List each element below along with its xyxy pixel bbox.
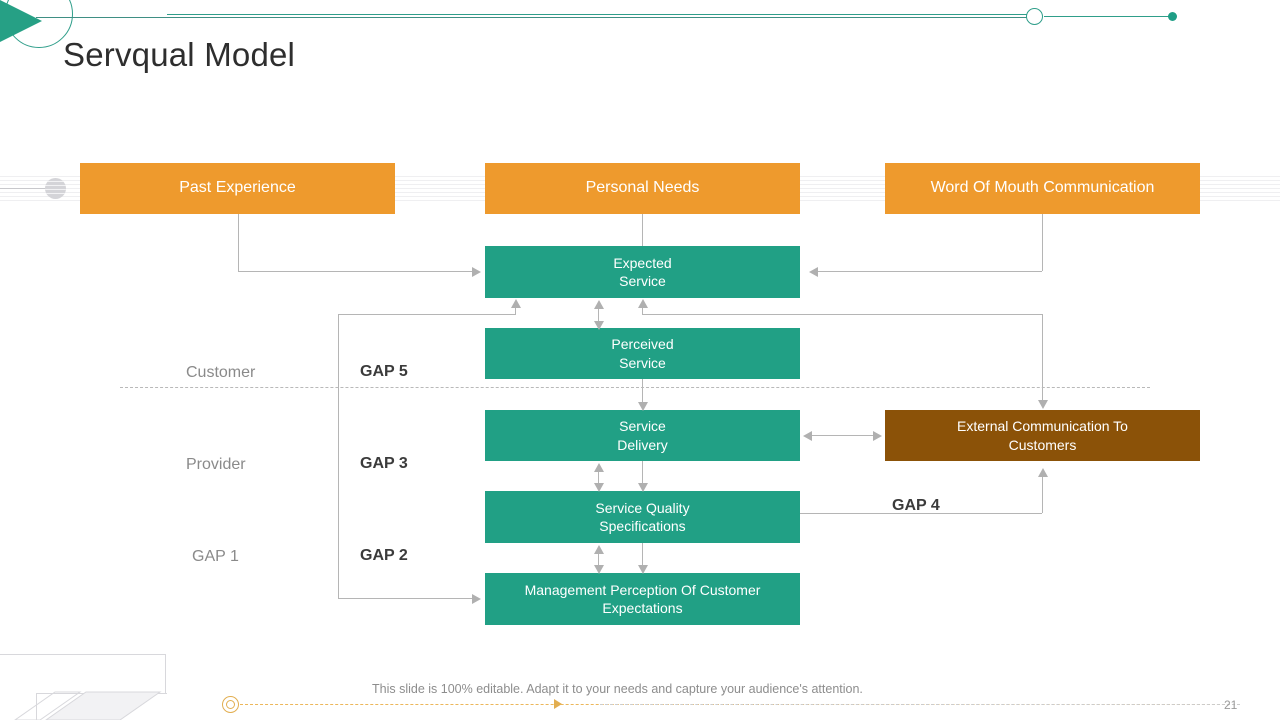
arrowhead-flow-into-sqs	[638, 483, 648, 492]
node-perceived-service-line1: Perceived	[611, 336, 674, 353]
header-node-dot-icon	[1168, 12, 1177, 21]
label-gap-2: GAP 2	[360, 547, 408, 564]
footer-note: This slide is 100% editable. Adapt it to…	[372, 682, 863, 696]
globe-sphere-icon	[45, 178, 66, 199]
gap2-double-arrow-stem	[598, 550, 599, 568]
arrowhead-gap4-into-external-communication	[1038, 468, 1048, 477]
arrowhead-into-management-perception	[472, 594, 481, 604]
node-management-perception-line1: Management Perception Of Customer	[524, 581, 761, 598]
node-service-delivery-line2: Delivery	[617, 436, 668, 453]
connector-word-of-mouth-vertical	[1042, 214, 1043, 271]
arrowhead-perceived-to-expected-up	[594, 300, 604, 309]
gap5-riser-to-expected-service	[515, 305, 516, 315]
connector-perceived-up-riser	[642, 305, 643, 315]
arrowhead-flow-into-service-delivery	[638, 402, 648, 411]
arrowhead-gap3-down	[594, 483, 604, 492]
node-management-perception-line2: Expectations	[602, 600, 683, 616]
connector-past-experience-vertical	[238, 214, 239, 271]
corner-decoration	[0, 652, 230, 720]
arrowhead-into-expected-service-left	[472, 267, 481, 277]
arrowhead-into-external-communication-top	[1038, 400, 1048, 409]
node-past-experience-label: Past Experience	[179, 179, 296, 197]
label-gap-5: GAP 5	[360, 363, 408, 380]
node-word-of-mouth-label: Word Of Mouth Communication	[930, 179, 1155, 197]
connector-word-of-mouth-horizontal	[818, 271, 1042, 272]
page-number: 21	[1224, 698, 1238, 712]
arrowhead-gap2-down	[594, 565, 604, 574]
label-gap-3: GAP 3	[360, 455, 408, 472]
node-service-delivery[interactable]: Service Delivery	[485, 410, 800, 461]
header-rule-primary	[36, 17, 1036, 18]
arrowhead-flow-into-management	[638, 565, 648, 574]
gap5-frame-bottom-horizontal	[338, 598, 476, 599]
arrowhead-delivery-external-left	[803, 431, 812, 441]
node-perceived-service-line2: Service	[619, 354, 666, 371]
gap5-frame-top-right-horizontal	[642, 314, 1042, 315]
gap5-frame-top-left-horizontal	[338, 314, 516, 315]
node-personal-needs-label: Personal Needs	[585, 179, 700, 197]
footer-arrow-marker-icon	[554, 699, 562, 709]
node-service-delivery-line1: Service	[619, 418, 666, 435]
gap3-double-arrow-stem	[598, 468, 599, 486]
flow-perceived-to-delivery	[642, 379, 643, 404]
gap4-horizontal	[800, 513, 1042, 514]
node-external-communication-line2: Customers	[1008, 436, 1077, 453]
header-rule-secondary	[167, 14, 1037, 15]
arrowhead-gap3-up	[594, 463, 604, 472]
gap5-frame-right-vertical	[1042, 314, 1043, 402]
gap5-frame-left-vertical	[338, 314, 339, 598]
node-service-quality-specifications-line1: Service Quality	[595, 499, 690, 516]
arrowhead-perceived-to-expected-down	[594, 321, 604, 330]
arrowhead-gap2-up	[594, 545, 604, 554]
node-personal-needs[interactable]: Personal Needs	[485, 163, 800, 214]
node-expected-service-line2: Service	[619, 273, 666, 289]
connector-past-experience-horizontal	[238, 271, 476, 272]
connector-delivery-external	[810, 435, 876, 436]
flow-sqs-to-management	[642, 543, 643, 567]
footer-ring-inner-icon	[226, 700, 235, 709]
label-customer: Customer	[186, 364, 256, 381]
page-title: Servqual Model	[63, 36, 296, 73]
header-rule-tail	[1044, 16, 1174, 17]
label-provider: Provider	[186, 456, 246, 473]
node-past-experience[interactable]: Past Experience	[80, 163, 395, 214]
parallelogram-shape-icon	[14, 691, 162, 720]
node-service-quality-specifications-line2: Specifications	[599, 518, 686, 534]
node-word-of-mouth[interactable]: Word Of Mouth Communication	[885, 163, 1200, 214]
gap4-vertical	[1042, 474, 1043, 513]
node-external-communication[interactable]: External Communication To Customers	[885, 410, 1200, 461]
node-expected-service[interactable]: Expected Service	[485, 246, 800, 298]
arrowhead-perceived-riser-up	[638, 299, 648, 308]
connector-perceived-expected-double	[598, 305, 599, 324]
footer-dashed-line-grey	[600, 704, 1240, 705]
arrowhead-delivery-external-right	[873, 431, 882, 441]
arrowhead-into-expected-service-right	[809, 267, 818, 277]
label-gap-1: GAP 1	[192, 548, 239, 565]
node-management-perception[interactable]: Management Perception Of Customer Expect…	[485, 573, 800, 625]
arrowhead-gap5-into-expected-service	[511, 299, 521, 308]
node-expected-service-line1: Expected	[613, 254, 672, 271]
label-gap-4: GAP 4	[892, 497, 940, 514]
customer-provider-divider	[120, 387, 1150, 388]
node-service-quality-specifications[interactable]: Service Quality Specifications	[485, 491, 800, 543]
node-perceived-service[interactable]: Perceived Service	[485, 328, 800, 379]
decorative-stem-line	[0, 188, 48, 189]
connector-personal-needs-vertical	[642, 214, 643, 246]
header-play-triangle-icon	[0, 0, 42, 42]
flow-delivery-to-sqs	[642, 461, 643, 485]
node-external-communication-line1: External Communication To	[957, 418, 1128, 435]
header-node-ring-icon	[1026, 8, 1043, 25]
